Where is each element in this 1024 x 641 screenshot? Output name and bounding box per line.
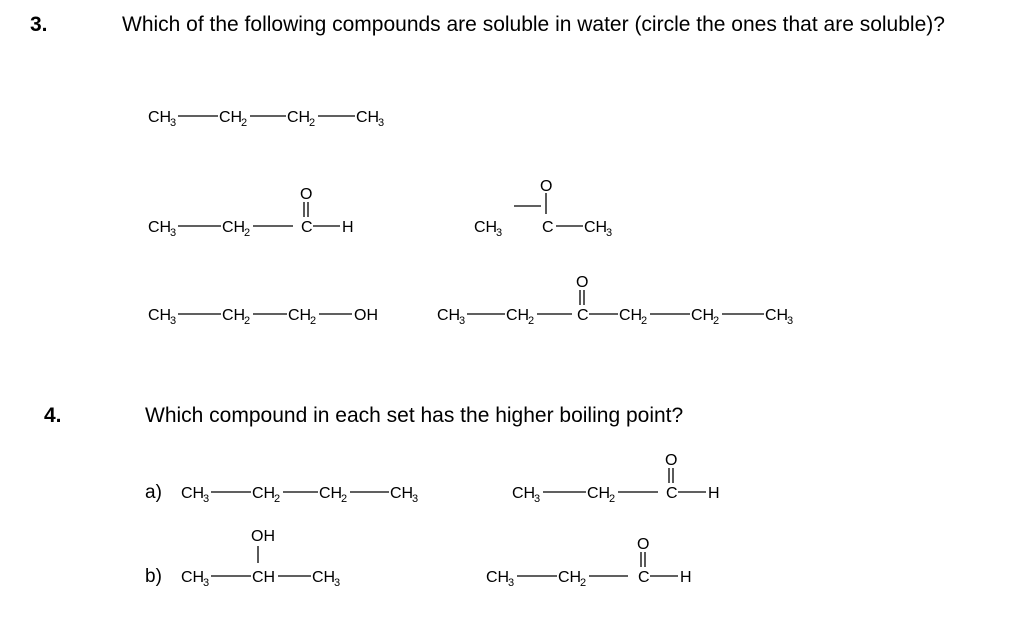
q4b-carbonyl-carbon: C <box>638 569 650 586</box>
ch3-group-subscript: 3 <box>606 227 612 239</box>
ch3-group-subscript: 3 <box>412 493 418 505</box>
ch2-group: CH <box>222 307 245 324</box>
ch3-group-subscript: 3 <box>459 315 465 327</box>
ch3-group: CH <box>181 569 204 586</box>
ch3-group: CH <box>312 569 335 586</box>
ch2-group-subscript: 2 <box>274 493 280 505</box>
ch3-group: CH <box>486 569 509 586</box>
ch3-group-subscript: 3 <box>203 493 209 505</box>
question-3-text: Which of the following compounds are sol… <box>122 13 945 36</box>
ch2-group: CH <box>587 485 610 502</box>
ch3-group-subscript: 3 <box>170 227 176 239</box>
hydroxyl-group: OH <box>251 528 275 545</box>
ch3-group-subscript: 3 <box>534 493 540 505</box>
ch2-group: CH <box>222 219 245 236</box>
acetone-oxygen: O <box>540 178 552 195</box>
question-4-text: Which compound in each set has the highe… <box>145 404 684 427</box>
ch3-group: CH <box>148 109 171 126</box>
ch3-group-subscript: 3 <box>508 577 514 589</box>
ch3-group-subscript: 3 <box>787 315 793 327</box>
ch2-group-subscript: 2 <box>244 227 250 239</box>
hexanone-carbonyl-carbon: C <box>577 307 589 324</box>
ch3-group-subscript: 3 <box>334 577 340 589</box>
ch3-group-subscript: 3 <box>378 117 384 129</box>
ch2-group: CH <box>506 307 529 324</box>
ch2-group-subscript: 2 <box>641 315 647 327</box>
ch2-group-subscript: 2 <box>310 315 316 327</box>
ch3-group: CH <box>390 485 413 502</box>
ch3-group-subscript: 3 <box>170 117 176 129</box>
ch3-group: CH <box>148 219 171 236</box>
q4a-carbonyl-oxygen: O <box>665 452 677 469</box>
ch2-group: CH <box>252 485 275 502</box>
ch3-group: CH <box>765 307 788 324</box>
hydroxyl-group: OH <box>354 307 378 324</box>
ch3-group: CH <box>512 485 535 502</box>
ch3-group: CH <box>584 219 607 236</box>
ch2-group-subscript: 2 <box>528 315 534 327</box>
hydrogen-label: H <box>680 569 692 586</box>
ch2-group: CH <box>288 307 311 324</box>
hydrogen-label: H <box>708 485 720 502</box>
ch2-group: CH <box>287 109 310 126</box>
acetone-carbon: C <box>542 219 554 236</box>
ch2-group-subscript: 2 <box>244 315 250 327</box>
ch3-group-subscript: 3 <box>203 577 209 589</box>
ch2-group-subscript: 2 <box>609 493 615 505</box>
part-b-label: b) <box>145 566 162 587</box>
propanal-carbonyl-carbon: C <box>301 219 313 236</box>
ch3-group: CH <box>437 307 460 324</box>
ch2-group-subscript: 2 <box>341 493 347 505</box>
ch2-group: CH <box>219 109 242 126</box>
q4b-carbonyl-oxygen: O <box>637 536 649 553</box>
ch3-group-subscript: 3 <box>170 315 176 327</box>
ch3-group: CH <box>148 307 171 324</box>
ch2-group: CH <box>319 485 342 502</box>
propanal-carbonyl-oxygen: O <box>300 186 312 203</box>
q4a-carbonyl-carbon: C <box>666 485 678 502</box>
ch3-group: CH <box>356 109 379 126</box>
ch-group: CH <box>252 569 275 586</box>
question-3-number: 3. <box>30 13 48 36</box>
part-a-label: a) <box>145 482 162 503</box>
hydrogen-label: H <box>342 219 354 236</box>
ch2-group-subscript: 2 <box>241 117 247 129</box>
ch2-group: CH <box>691 307 714 324</box>
ch2-group-subscript: 2 <box>713 315 719 327</box>
ch2-group: CH <box>558 569 581 586</box>
ch3-group: CH <box>474 219 497 236</box>
ch2-group: CH <box>619 307 642 324</box>
ch2-group-subscript: 2 <box>309 117 315 129</box>
question-4-number: 4. <box>44 404 62 427</box>
ch3-group: CH <box>181 485 204 502</box>
ch2-group-subscript: 2 <box>580 577 586 589</box>
ch3-group-subscript: 3 <box>496 227 502 239</box>
hexanone-carbonyl-oxygen: O <box>576 274 588 291</box>
